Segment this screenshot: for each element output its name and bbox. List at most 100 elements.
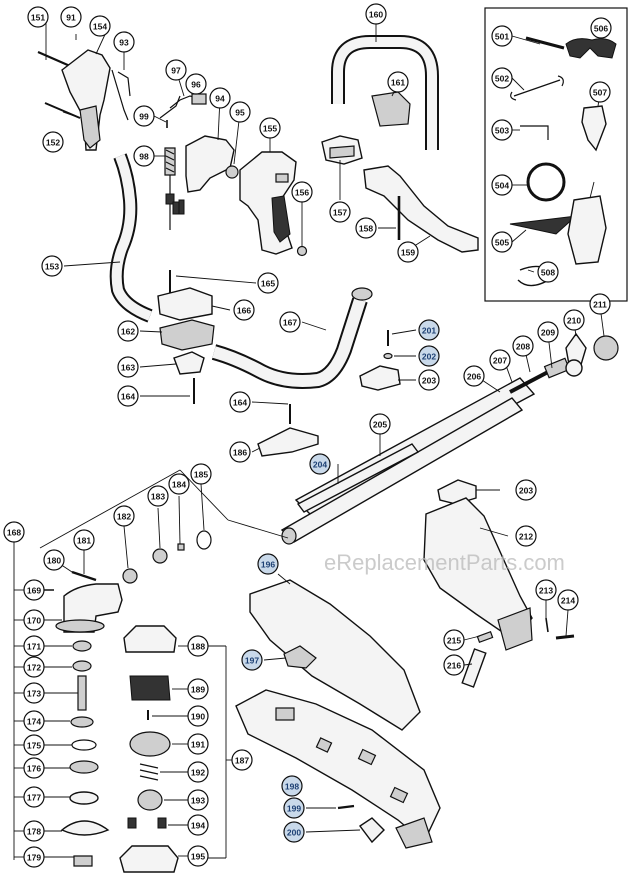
callout-502[interactable]: 502 [491, 67, 513, 89]
callout-173[interactable]: 173 [23, 682, 45, 704]
callout-200[interactable]: 200 [283, 821, 305, 843]
callout-195[interactable]: 195 [187, 845, 209, 867]
callout-151[interactable]: 151 [27, 6, 49, 28]
callout-174[interactable]: 174 [23, 710, 45, 732]
callout-label: 156 [295, 188, 309, 198]
callout-210[interactable]: 210 [563, 309, 585, 331]
callout-183[interactable]: 183 [147, 485, 169, 507]
callout-171[interactable]: 171 [23, 635, 45, 657]
callout-196[interactable]: 196 [257, 553, 279, 575]
callout-201[interactable]: 201 [418, 319, 440, 341]
callout-circle [187, 635, 209, 657]
callout-98[interactable]: 98 [133, 145, 155, 167]
callout-164a[interactable]: 164 [117, 385, 139, 407]
callout-205[interactable]: 205 [369, 413, 391, 435]
callout-508[interactable]: 508 [537, 261, 559, 283]
callout-154[interactable]: 154 [89, 15, 111, 37]
callout-160[interactable]: 160 [365, 3, 387, 25]
callout-199[interactable]: 199 [283, 797, 305, 819]
callout-circle [418, 369, 440, 391]
callout-155[interactable]: 155 [259, 117, 281, 139]
callout-96[interactable]: 96 [185, 73, 207, 95]
callout-172[interactable]: 172 [23, 656, 45, 678]
callout-161[interactable]: 161 [387, 71, 409, 93]
callout-175[interactable]: 175 [23, 734, 45, 756]
callout-213[interactable]: 213 [535, 579, 557, 601]
callout-190[interactable]: 190 [187, 705, 209, 727]
callout-204[interactable]: 204 [309, 453, 331, 475]
callout-label: 99 [139, 112, 149, 122]
callout-178[interactable]: 178 [23, 820, 45, 842]
barrier-bar-159 [363, 165, 479, 253]
callout-194[interactable]: 194 [187, 814, 209, 836]
callout-215[interactable]: 215 [443, 629, 465, 651]
callout-207[interactable]: 207 [489, 349, 511, 371]
callout-164b[interactable]: 164 [229, 391, 251, 413]
callout-circle [117, 320, 139, 342]
callout-506[interactable]: 506 [590, 17, 612, 39]
callout-label: 179 [27, 853, 41, 863]
callout-208[interactable]: 208 [512, 335, 534, 357]
callout-163[interactable]: 163 [117, 356, 139, 378]
callout-198[interactable]: 198 [281, 775, 303, 797]
callout-99[interactable]: 99 [133, 105, 155, 127]
callout-158[interactable]: 158 [355, 217, 377, 239]
callout-97[interactable]: 97 [165, 59, 187, 81]
callout-176[interactable]: 176 [23, 757, 45, 779]
callout-label: 173 [27, 689, 41, 699]
callout-189[interactable]: 189 [187, 678, 209, 700]
callout-211[interactable]: 211 [589, 293, 611, 315]
callout-187[interactable]: 187 [231, 749, 253, 771]
grip-half-94 [185, 135, 235, 193]
callout-165[interactable]: 165 [257, 272, 279, 294]
callout-501[interactable]: 501 [491, 25, 513, 47]
callout-156[interactable]: 156 [291, 181, 313, 203]
pin-215 [476, 631, 494, 643]
callout-214[interactable]: 214 [557, 589, 579, 611]
callout-circle [42, 131, 64, 153]
callout-152[interactable]: 152 [42, 131, 64, 153]
callout-209[interactable]: 209 [537, 321, 559, 343]
callout-91[interactable]: 91 [60, 6, 82, 28]
callout-167[interactable]: 167 [279, 311, 301, 333]
callout-circle [463, 365, 485, 387]
callout-94[interactable]: 94 [209, 87, 231, 109]
callout-212[interactable]: 212 [515, 525, 537, 547]
callout-circle [3, 521, 25, 543]
callout-197[interactable]: 197 [241, 649, 263, 671]
callout-169[interactable]: 169 [23, 579, 45, 601]
callout-188[interactable]: 188 [187, 635, 209, 657]
callout-93[interactable]: 93 [113, 31, 135, 53]
callout-180[interactable]: 180 [43, 549, 65, 571]
callout-202[interactable]: 202 [418, 345, 440, 367]
callout-503[interactable]: 503 [491, 119, 513, 141]
callout-505[interactable]: 505 [491, 231, 513, 253]
callout-186[interactable]: 186 [229, 441, 251, 463]
callout-177[interactable]: 177 [23, 786, 45, 808]
callout-170[interactable]: 170 [23, 609, 45, 631]
callout-185[interactable]: 185 [190, 463, 212, 485]
callout-203a[interactable]: 203 [418, 369, 440, 391]
callout-216[interactable]: 216 [443, 654, 465, 676]
callout-168[interactable]: 168 [3, 521, 25, 543]
callout-191[interactable]: 191 [187, 733, 209, 755]
callout-507[interactable]: 507 [589, 81, 611, 103]
callout-circle [187, 761, 209, 783]
callout-181[interactable]: 181 [73, 529, 95, 551]
callout-206[interactable]: 206 [463, 365, 485, 387]
callout-193[interactable]: 193 [187, 789, 209, 811]
callout-192[interactable]: 192 [187, 761, 209, 783]
callout-179[interactable]: 179 [23, 846, 45, 868]
callout-182[interactable]: 182 [113, 505, 135, 527]
callout-166[interactable]: 166 [233, 299, 255, 321]
callout-504[interactable]: 504 [491, 174, 513, 196]
nut-179 [73, 855, 93, 867]
callout-label: 178 [27, 827, 41, 837]
callout-153[interactable]: 153 [41, 255, 63, 277]
callout-203b[interactable]: 203 [515, 479, 537, 501]
callout-95[interactable]: 95 [229, 101, 251, 123]
callout-157[interactable]: 157 [329, 201, 351, 223]
callout-184[interactable]: 184 [168, 473, 190, 495]
callout-159[interactable]: 159 [397, 241, 419, 263]
callout-162[interactable]: 162 [117, 320, 139, 342]
